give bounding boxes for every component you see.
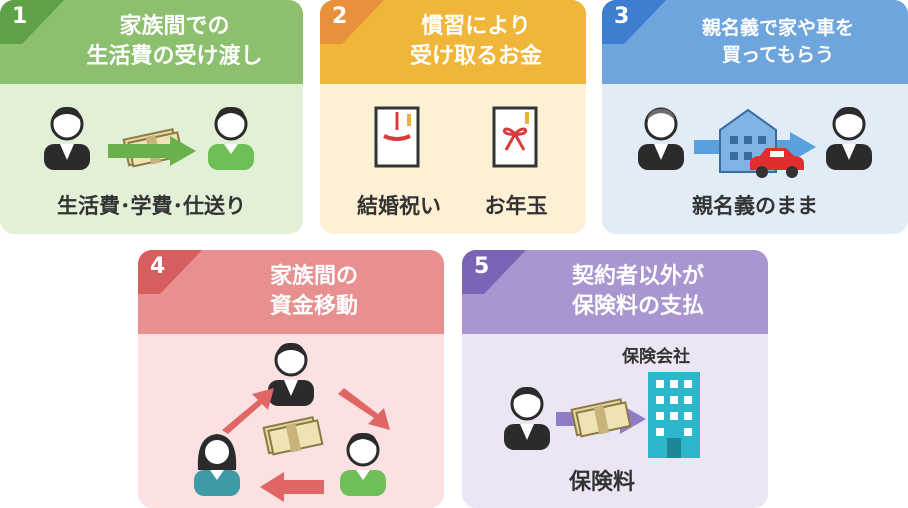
card-title-line1: 家族間の [269,264,358,289]
number-tab [320,0,384,44]
card-number: 3 [614,4,630,29]
card-caption: 生活費･学費･仕送り [57,194,246,218]
gift-envelope-icon [374,106,420,168]
card-title-line2: 保険料の支払 [571,294,704,319]
gift-envelope-icon [492,106,538,168]
card-header [138,250,444,334]
card-title-line1: 家族間での [119,14,230,39]
card-caption: 親名義のまま [692,194,818,218]
card-title-line1: 親名義で家や車を [701,17,854,39]
arrow-left-icon [260,472,324,502]
card-title-line1: 契約者以外が [571,264,704,289]
number-tab [462,250,526,294]
card-number: 4 [150,254,166,279]
person-icon [44,106,90,170]
card-family-fund-transfer: 4 家族間の 資金移動 [138,250,444,508]
caption-wedding: 結婚祝い [357,194,441,218]
person-icon [208,106,254,170]
card-title: 家族間の 資金移動 [190,250,438,334]
money-stack-icon [262,416,324,456]
car-icon [750,148,804,178]
card-title-line2: 資金移動 [269,294,358,319]
card-living-expenses: 1 家族間での 生活費の受け渡し 生活費･学費･仕送り [0,0,303,234]
card-number: 5 [474,254,490,279]
card-title-line2: 買ってもらう [721,44,835,66]
card-title: 家族間での 生活費の受け渡し [52,0,297,84]
card-number: 2 [332,4,348,29]
card-title: 親名義で家や車を 買ってもらう [654,0,902,84]
number-tab [602,0,666,44]
card-title-line1: 慣習により [421,14,531,39]
card-title: 契約者以外が 保険料の支払 [514,250,762,334]
number-tab [0,0,64,44]
card-title: 慣習により 受け取るお金 [372,0,580,84]
card-caption: 保険料 [568,470,635,495]
number-tab [138,250,202,294]
arrow-icon [222,388,274,434]
office-building-icon [648,372,700,458]
arrow-icon [338,388,390,430]
person-icon [340,432,386,496]
card-number: 1 [12,4,28,29]
card-customary-money: 2 慣習により 受け取るお金 結婚祝い お年玉 [320,0,586,234]
company-label: 保険会社 [622,347,690,367]
money-stack-icon [570,398,632,438]
arrow-right-icon [108,136,196,166]
person-icon [826,106,872,170]
card-title-line2: 生活費の受け渡し [86,44,263,69]
person-icon [638,107,684,170]
card-title-line2: 受け取るお金 [409,44,542,69]
person-icon [504,386,550,450]
card-parent-purchase: 3 親名義で家や車を 買ってもらう 親名義のまま [602,0,908,234]
card-header [602,0,908,84]
card-header [462,250,768,334]
person-icon [194,434,240,496]
caption-new-year: お年玉 [484,194,548,218]
person-icon [268,342,314,406]
card-body [320,84,586,234]
card-insurance-payment: 5 契約者以外が 保険料の支払 保険会社 保険料 [462,250,768,508]
